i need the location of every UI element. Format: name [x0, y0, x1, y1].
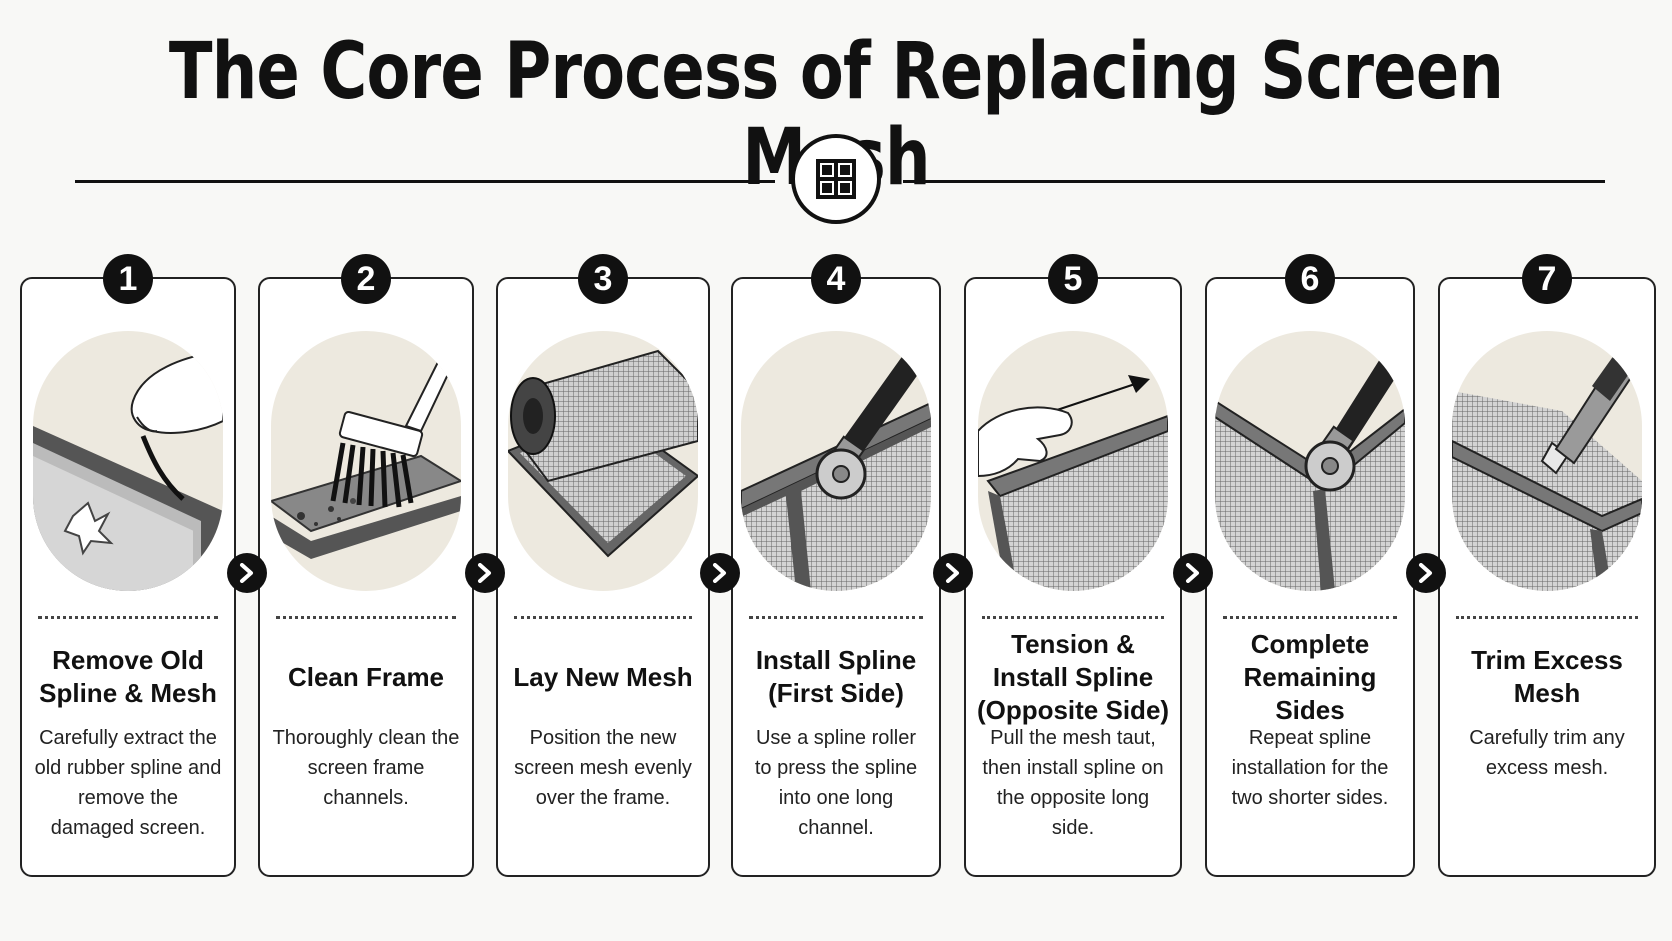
step-description: Carefully trim any excess mesh.	[1469, 727, 1625, 779]
step-illustration	[978, 331, 1168, 591]
step-title: Remove Old Spline & Mesh	[39, 645, 217, 708]
dotted-divider	[38, 616, 218, 619]
next-step-arrow	[933, 553, 973, 593]
divider-right	[903, 180, 1605, 183]
step-title: Lay New Mesh	[513, 661, 693, 692]
brush-cleaning-frame-icon	[271, 339, 461, 559]
step-card-1: 1 Remove Old Spline & Mesh Carefully ext…	[20, 254, 236, 877]
step-title: Complete Remaining Sides	[1243, 628, 1377, 725]
step-description: Repeat spline installation for the two s…	[1231, 727, 1389, 809]
step-illustration	[33, 331, 223, 591]
step-number-badge: 6	[1285, 254, 1335, 304]
step-card-5: 5 Tension & Install Spline (Opposite Sid…	[964, 254, 1182, 877]
step-description: Use a spline roller to press the spline …	[754, 727, 918, 839]
step-number-badge: 4	[811, 254, 861, 304]
step-number-badge: 5	[1048, 254, 1098, 304]
next-step-arrow	[1173, 553, 1213, 593]
dotted-divider	[982, 616, 1164, 619]
step-illustration	[741, 331, 931, 591]
next-step-arrow	[465, 553, 505, 593]
chevron-right-icon	[240, 563, 253, 583]
dotted-divider	[514, 616, 692, 619]
divider-left	[75, 180, 775, 183]
spline-roller-corner-icon	[1215, 351, 1405, 591]
step-card-4: 4 Install Spline (First Side) Use a spli…	[731, 254, 941, 877]
window-emblem	[791, 134, 881, 224]
step-title: Install Spline (First Side)	[755, 645, 917, 708]
utility-knife-icon	[1452, 341, 1642, 591]
dotted-divider	[276, 616, 456, 619]
step-number-badge: 1	[103, 254, 153, 304]
step-title: Trim Excess Mesh	[1471, 645, 1623, 708]
step-description: Thoroughly clean the screen frame channe…	[272, 727, 460, 809]
step-illustration	[271, 331, 461, 591]
hand-pulling-spline-icon	[33, 349, 223, 591]
step-title: Tension & Install Spline (Opposite Side)	[976, 628, 1170, 725]
dotted-divider	[749, 616, 923, 619]
mesh-roll-icon	[508, 349, 698, 558]
dotted-divider	[1456, 616, 1638, 619]
step-card-2: 2 Clean Frame Thoroughly clean the scree…	[258, 254, 474, 877]
window-icon	[816, 159, 856, 199]
next-step-arrow	[1406, 553, 1446, 593]
dotted-divider	[1223, 616, 1397, 619]
step-title: Clean Frame	[287, 661, 445, 692]
step-description: Carefully extract the old rubber spline …	[34, 727, 222, 839]
step-description: Position the new screen mesh evenly over…	[514, 727, 692, 809]
hand-tensioning-mesh-icon	[978, 375, 1168, 591]
chevron-right-icon	[1419, 563, 1432, 583]
spline-roller-icon	[741, 351, 931, 591]
step-illustration	[1452, 331, 1642, 591]
step-illustration	[1215, 331, 1405, 591]
step-illustration	[508, 331, 698, 591]
step-card-6: 6 Complete Remaining Sides Repeat spline…	[1205, 254, 1415, 877]
step-description: Pull the mesh taut, then install spline …	[982, 727, 1164, 839]
step-card-3: 3 Lay New Mesh Position the new screen m…	[496, 254, 710, 877]
chevron-right-icon	[713, 563, 726, 583]
step-number-badge: 7	[1522, 254, 1572, 304]
chevron-right-icon	[946, 563, 959, 583]
next-step-arrow	[227, 553, 267, 593]
step-card-7: 7 Trim Excess Mesh Carefully trim any ex…	[1438, 254, 1656, 877]
next-step-arrow	[700, 553, 740, 593]
step-number-badge: 3	[578, 254, 628, 304]
chevron-right-icon	[478, 563, 491, 583]
chevron-right-icon	[1186, 563, 1199, 583]
step-number-badge: 2	[341, 254, 391, 304]
